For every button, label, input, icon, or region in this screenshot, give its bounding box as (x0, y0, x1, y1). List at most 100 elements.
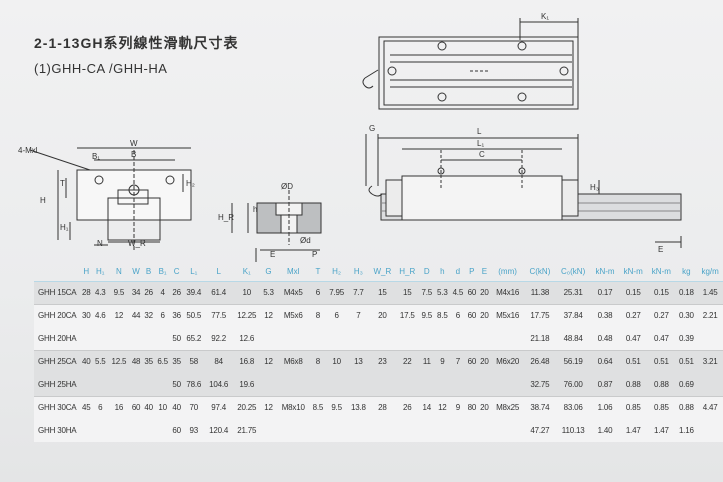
table-cell (434, 419, 451, 442)
table-cell (92, 327, 109, 350)
table-cell: 26 (170, 281, 183, 304)
table-cell (347, 419, 370, 442)
table-cell: 8 (310, 349, 326, 373)
table-cell: 10 (325, 349, 348, 373)
h3-label: H₃ (590, 183, 599, 192)
table-header-cell: kN-m (590, 263, 620, 282)
table-cell (108, 373, 130, 396)
table-cell: 6 (310, 281, 326, 304)
page-title: 2-1-13GH系列線性滑軌尺寸表 (34, 35, 239, 51)
table-cell: 20.25 (232, 395, 261, 419)
table-cell: 22 (395, 349, 420, 373)
model-cell: GHH 30CA (34, 395, 80, 419)
table-cell: 25.31 (555, 281, 591, 304)
table-cell (276, 373, 311, 396)
table-cell: M8x25 (490, 395, 525, 419)
h-small-label: h (253, 205, 257, 214)
table-cell (369, 327, 396, 350)
table-header-cell: kN-m (619, 263, 648, 282)
table-cell: 56.19 (555, 349, 591, 373)
table-cell: 0.15 (647, 281, 676, 304)
table-cell: 45 (80, 395, 93, 419)
table-header-cell: W_R (369, 263, 396, 282)
table-header-cell: N (108, 263, 130, 282)
table-header-cell: P (465, 263, 479, 282)
table-cell: 1.47 (647, 419, 676, 442)
table-cell (129, 419, 143, 442)
table-cell: 97.4 (204, 395, 233, 419)
table-header-cell (34, 263, 80, 282)
table-cell: 1.40 (590, 419, 620, 442)
front-view-drawing (29, 147, 192, 250)
table-cell: 84 (204, 349, 233, 373)
table-cell (395, 419, 420, 442)
table-cell: M4x5 (276, 281, 311, 304)
table-cell: 48.84 (555, 327, 591, 350)
table-cell: 0.47 (647, 327, 676, 350)
n-label: N (97, 239, 103, 248)
table-cell: M5x16 (490, 303, 525, 327)
table-cell: M8x10 (276, 395, 311, 419)
table-cell: 23 (369, 349, 396, 373)
table-cell (395, 327, 420, 350)
table-header-cell: L₁ (182, 263, 205, 282)
g-label: G (369, 124, 375, 133)
table-cell: 77.5 (204, 303, 233, 327)
table-header-cell: C₀(kN) (555, 263, 591, 282)
table-cell: 6 (325, 303, 348, 327)
table-cell: 0.27 (647, 303, 676, 327)
table-cell: 12 (434, 395, 451, 419)
table-header-cell: T (310, 263, 326, 282)
table-cell (478, 419, 491, 442)
table-cell: 70 (182, 395, 205, 419)
table-cell: 5.3 (260, 281, 277, 304)
table-cell (80, 373, 93, 396)
table-cell: 60 (465, 349, 479, 373)
table-cell: 12 (260, 303, 277, 327)
table-cell: 78.6 (182, 373, 205, 396)
table-cell: 4.6 (92, 303, 109, 327)
table-cell: 5.3 (434, 281, 451, 304)
table-cell: 20 (478, 395, 491, 419)
table-cell: 4.5 (450, 281, 466, 304)
table-cell: 15 (395, 281, 420, 304)
table-cell (369, 373, 396, 396)
table-cell (108, 419, 130, 442)
table-cell: 76.00 (555, 373, 591, 396)
table-header-cell: d (450, 263, 466, 282)
table-cell: 9 (434, 349, 451, 373)
table-cell (450, 327, 466, 350)
table-cell: 35 (170, 349, 183, 373)
table-cell: 0.87 (590, 373, 620, 396)
table-cell: 83.06 (555, 395, 591, 419)
table-cell: 21.75 (232, 419, 261, 442)
table-cell: 40 (142, 395, 155, 419)
table-header-cell: Mxl (276, 263, 311, 282)
table-cell: 58 (182, 349, 205, 373)
table-header-cell: h (434, 263, 451, 282)
table-header-cell: H_R (395, 263, 420, 282)
table-cell: 104.6 (204, 373, 233, 396)
table-cell: 10 (154, 395, 171, 419)
table-cell (325, 327, 348, 350)
table-cell (347, 327, 370, 350)
table-header-cell: kg/m (697, 263, 723, 282)
table-cell (478, 327, 491, 350)
table-cell: 13.8 (347, 395, 370, 419)
table-cell: 80 (465, 395, 479, 419)
table-cell: 5.5 (92, 349, 109, 373)
w-label: W (130, 139, 138, 148)
table-cell: 17.5 (395, 303, 420, 327)
table-cell: 0.88 (619, 373, 648, 396)
table-cell (697, 373, 723, 396)
table-cell: 0.51 (675, 349, 698, 373)
table-cell: 12.25 (232, 303, 261, 327)
table-cell: 8.5 (310, 395, 326, 419)
model-cell: GHH 20CA (34, 303, 80, 327)
table-cell (154, 419, 171, 442)
table-cell: 0.64 (590, 349, 620, 373)
